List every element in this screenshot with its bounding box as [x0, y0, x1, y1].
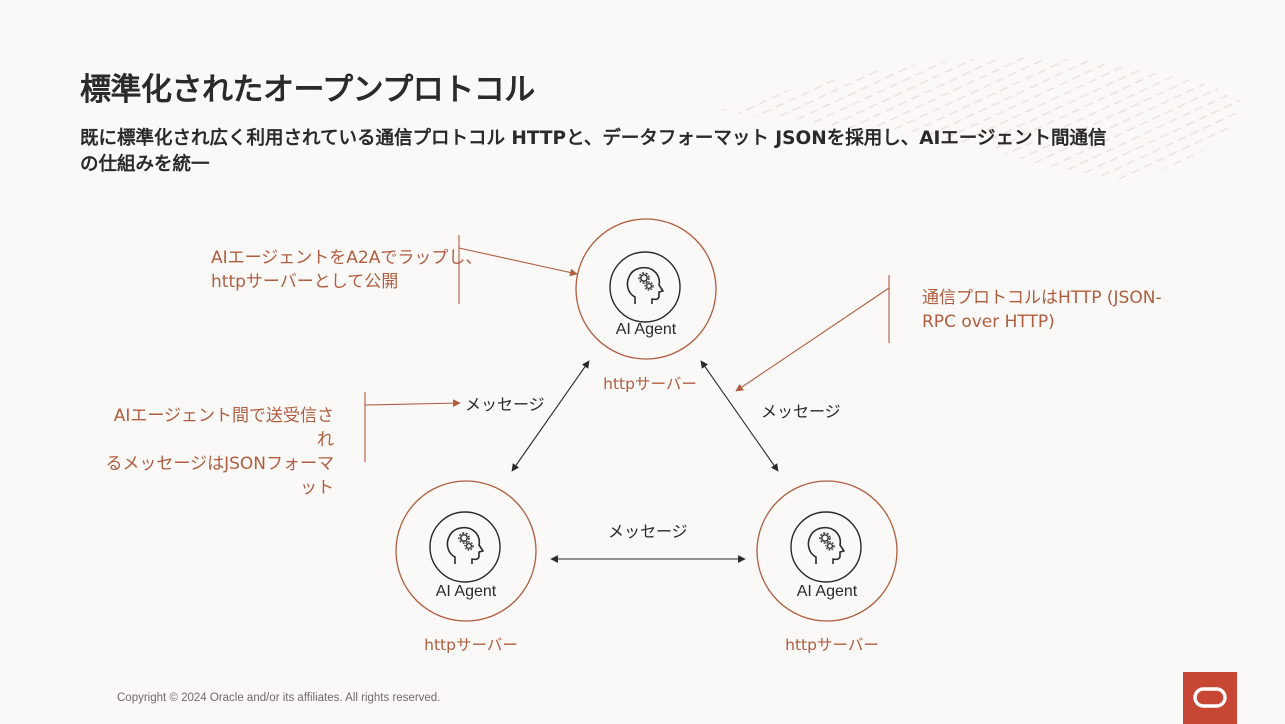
agent-node-top	[575, 218, 717, 360]
agent-label: AI Agent	[615, 321, 677, 338]
annotation-format-line1: AIエージェント間で送受信され	[113, 406, 334, 450]
callout-pointer-format	[364, 399, 461, 407]
annotation-format-line2: るメッセージはJSONフォーマット	[105, 454, 334, 498]
head-gears-icon	[609, 251, 681, 323]
agent-label: AI Agent	[435, 583, 497, 600]
annotation-wrap: AIエージェントをA2Aでラップし、 httpサーバーとして公開	[211, 246, 482, 294]
head-gears-icon	[429, 511, 501, 583]
annotation-wrap-line2: httpサーバーとして公開	[211, 272, 399, 292]
callout-pointer-wrap	[458, 247, 578, 277]
message-label-bottom: メッセージ	[608, 522, 688, 541]
copyright-text: Copyright © 2024 Oracle and/or its affil…	[117, 692, 441, 704]
annotation-protocol: 通信プロトコルはHTTP (JSON- RPC over HTTP)	[922, 286, 1162, 334]
head-gears-icon	[790, 511, 862, 583]
oracle-logo-icon	[1183, 672, 1237, 724]
annotation-protocol-line2: RPC over HTTP)	[922, 312, 1055, 332]
message-label-right: メッセージ	[761, 402, 841, 421]
annotation-format: AIエージェント間で送受信され るメッセージはJSONフォーマット	[102, 404, 334, 500]
server-label: httpサーバー	[785, 636, 879, 654]
annotation-wrap-line1: AIエージェントをA2Aでラップし、	[211, 248, 483, 268]
callout-pointer-protocol	[735, 287, 890, 392]
server-label: httpサーバー	[603, 375, 697, 393]
message-label-left: メッセージ	[465, 395, 545, 414]
message-arrow-right	[700, 360, 779, 472]
page-title: 標準化されたオープンプロトコル	[80, 72, 535, 108]
page-subtitle: 既に標準化され広く利用されている通信プロトコル HTTPと、データフォーマット …	[80, 128, 1107, 175]
agent-node-left	[395, 480, 537, 622]
annotation-protocol-line1: 通信プロトコルはHTTP (JSON-	[922, 288, 1162, 308]
message-arrow-left	[511, 360, 590, 472]
agent-label: AI Agent	[796, 583, 858, 600]
agent-node-right	[756, 480, 898, 622]
server-label: httpサーバー	[424, 636, 518, 654]
